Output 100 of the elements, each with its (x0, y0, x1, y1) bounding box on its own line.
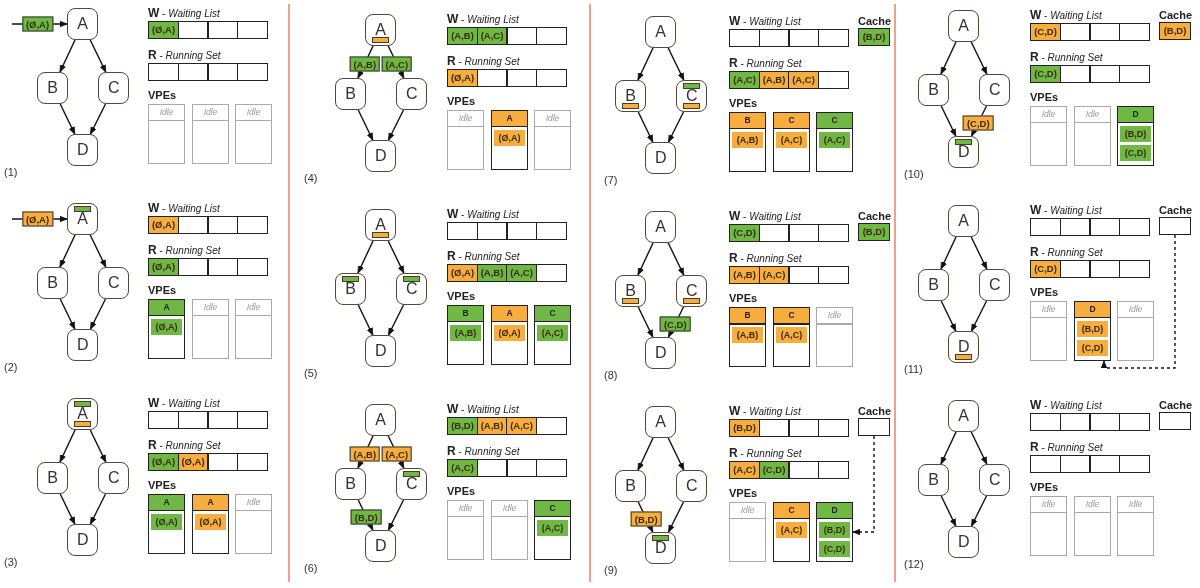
empty-cell (1059, 455, 1091, 473)
arrow (637, 111, 654, 143)
arrow (387, 499, 405, 531)
empty-cell (236, 453, 268, 471)
empty-cell (1118, 23, 1150, 41)
graph-node (615, 80, 646, 112)
graph-node (645, 337, 676, 369)
vpe-header: Idle (158, 106, 175, 119)
empty-cell (207, 216, 238, 234)
node-letter: B (47, 274, 58, 292)
list-heading: R - Running Set (1030, 50, 1103, 65)
graph-node (396, 273, 427, 305)
graph-node (335, 273, 366, 305)
node-letter: C (989, 81, 1000, 99)
vpe-box (1117, 496, 1154, 556)
node-letter: B (345, 280, 356, 298)
panel-number: (3) (4, 556, 18, 568)
token-cell: (Ø,A) (447, 69, 478, 87)
vpe-header: A (505, 307, 514, 320)
empty-cell (506, 459, 537, 477)
vpe-header: D (1088, 303, 1097, 316)
node-letter: A (958, 212, 969, 230)
graph-node (396, 78, 427, 110)
vpe-box (192, 299, 229, 359)
graph-node (396, 468, 427, 500)
node-letter: C (686, 282, 697, 300)
empty-cell (1030, 218, 1061, 236)
node-letter: B (625, 282, 636, 300)
panel-number: (8) (604, 369, 618, 381)
graph-node (645, 211, 676, 243)
list-heading: W - Waiting List (447, 402, 519, 417)
graph-node (365, 140, 396, 172)
graph-node (645, 16, 676, 48)
cache-heading: Cache (1159, 8, 1193, 22)
vpe-header: D (830, 504, 839, 517)
edge-token: (Ø,A) (21, 16, 54, 32)
cache-slot: (B,D) (858, 28, 890, 46)
token-cell: (A,B) (732, 327, 763, 343)
vpe-header: Idle (544, 112, 561, 125)
list-heading: R - Running Set (148, 243, 221, 258)
vpe-header: Idle (202, 301, 219, 314)
node-letter: A (655, 413, 666, 431)
vpe-box (1030, 496, 1067, 556)
edge-token: (Ø,A) (21, 211, 54, 227)
token-cell: (Ø,A) (148, 258, 179, 276)
vpe-box (235, 299, 272, 359)
list-heading: W - Waiting List (1030, 8, 1102, 23)
empty-cell (1089, 260, 1120, 278)
token-cell: (C,D) (819, 541, 850, 557)
cache-slot: (B,D) (1159, 22, 1191, 40)
vpe-header: Idle (1084, 108, 1101, 121)
edge-token: (A,B) (349, 446, 381, 462)
cache-heading: Cache (1159, 203, 1193, 217)
empty-cell (1118, 218, 1150, 236)
section-heading: VPEs (148, 89, 177, 101)
node-letter: B (47, 469, 58, 487)
list-heading: R - Running Set (729, 446, 802, 461)
vpe-box (1074, 496, 1111, 556)
vpe-box (148, 299, 185, 359)
vpe-box (773, 112, 810, 172)
list-heading: W - Waiting List (148, 6, 220, 21)
vpe-header: Idle (501, 502, 518, 515)
empty-cell (817, 461, 849, 479)
empty-cell (817, 266, 849, 284)
vpe-box (491, 305, 528, 365)
arrow (89, 429, 107, 463)
arrow (940, 300, 957, 332)
list-heading: R - Running Set (447, 444, 520, 459)
vpe-box (816, 307, 853, 367)
edge-token: (A,C) (381, 446, 413, 462)
vpe-box (148, 104, 185, 164)
vpe-header: Idle (1127, 303, 1144, 316)
arrow (387, 109, 405, 141)
vpe-header: Idle (245, 496, 262, 509)
vpe-box (192, 494, 229, 554)
empty-cell (1059, 218, 1091, 236)
status-bar (74, 206, 91, 212)
arrow (59, 39, 76, 73)
vpe-header: Idle (1084, 498, 1101, 511)
status-bar (622, 103, 639, 109)
dashed-arrow (1100, 234, 1176, 369)
section-heading: VPEs (148, 479, 177, 491)
node-letter: D (375, 147, 386, 165)
arrow (89, 39, 107, 73)
arrow (59, 234, 76, 268)
arrow (970, 41, 988, 75)
node-letter: D (77, 531, 88, 549)
section-heading: VPEs (729, 487, 758, 499)
token-cell: (A,C) (776, 327, 807, 343)
node-letter: D (375, 537, 386, 555)
vpe-header: A (505, 112, 514, 125)
graph-node (948, 205, 979, 237)
vpe-box (447, 110, 484, 170)
vpe-header: Idle (1040, 498, 1057, 511)
status-bar (74, 401, 91, 407)
graph-node (615, 275, 646, 307)
section-heading: VPEs (1030, 286, 1059, 298)
node-letter: B (625, 477, 636, 495)
vpe-box (447, 305, 484, 365)
token-cell: (B,D) (729, 419, 760, 437)
